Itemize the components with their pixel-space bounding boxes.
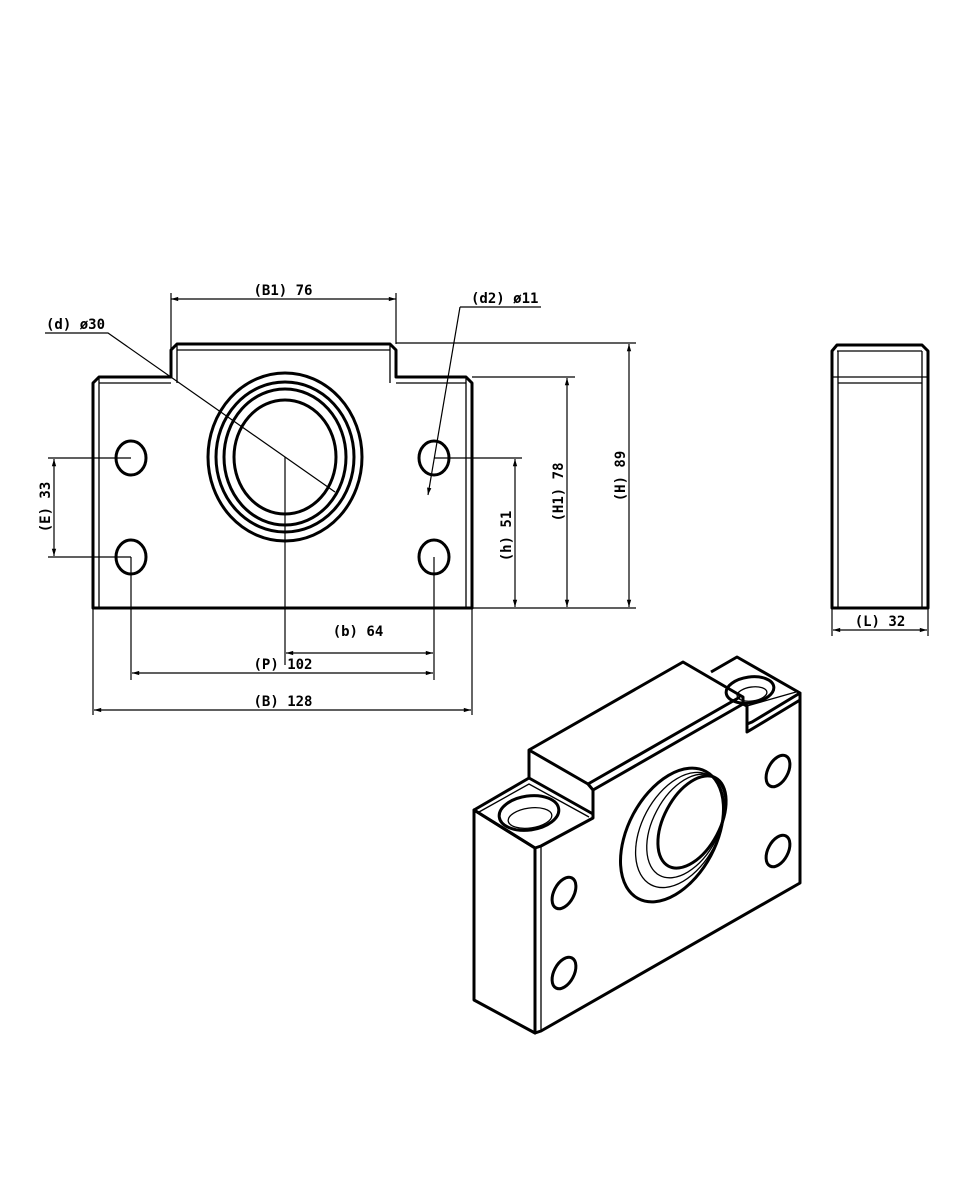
dimension-label-B: (B) 128 [253, 694, 312, 710]
iso-boss [527, 660, 745, 818]
side-view [830, 343, 930, 610]
dimension-label-d2: (d2) ø11 [471, 291, 538, 307]
dimension-P: (P) 102 [130, 557, 435, 680]
iso-mounting-hole [764, 753, 792, 789]
dimension-d: (d) ø30 [45, 317, 336, 493]
dimension-label-E: (E) 33 [38, 482, 54, 533]
iso-right-block [710, 655, 802, 734]
dimension-d2: (d2) ø11 [427, 291, 541, 496]
dimension-E: (E) 33 [38, 457, 131, 558]
dimension-label-d: (d) ø30 [46, 317, 105, 333]
iso-mounting-hole [550, 955, 578, 991]
dimension-B: (B) 128 [92, 608, 473, 715]
dimension-h: (h) 51 [434, 457, 522, 607]
dimension-label-P: (P) 102 [253, 657, 312, 673]
dimension-label-H: (H) 89 [613, 451, 629, 502]
iso-mounting-hole [764, 833, 792, 869]
front-view [91, 342, 474, 665]
dimension-label-L: (L) 32 [855, 614, 906, 630]
iso-front-face [534, 693, 802, 1035]
dimension-label-H1: (H1) 78 [551, 462, 567, 521]
dimension-label-b: (b) 64 [333, 624, 384, 640]
iso-left-block-top [472, 776, 595, 850]
iso-bore [619, 766, 728, 904]
dimension-label-B1: (B1) 76 [253, 283, 312, 299]
dimension-H: (H) 89 [396, 342, 636, 609]
dimension-H1: (H1) 78 [472, 376, 575, 607]
dimension-B1: (B1) 76 [170, 283, 397, 372]
front-view-chamfer-lines [98, 344, 467, 608]
dimension-b: (b) 64 [286, 624, 433, 656]
iso-mounting-hole [550, 875, 578, 911]
dimension-label-h: (h) 51 [499, 511, 515, 562]
isometric-view [472, 655, 802, 1035]
dimension-L: (L) 32 [831, 608, 929, 636]
